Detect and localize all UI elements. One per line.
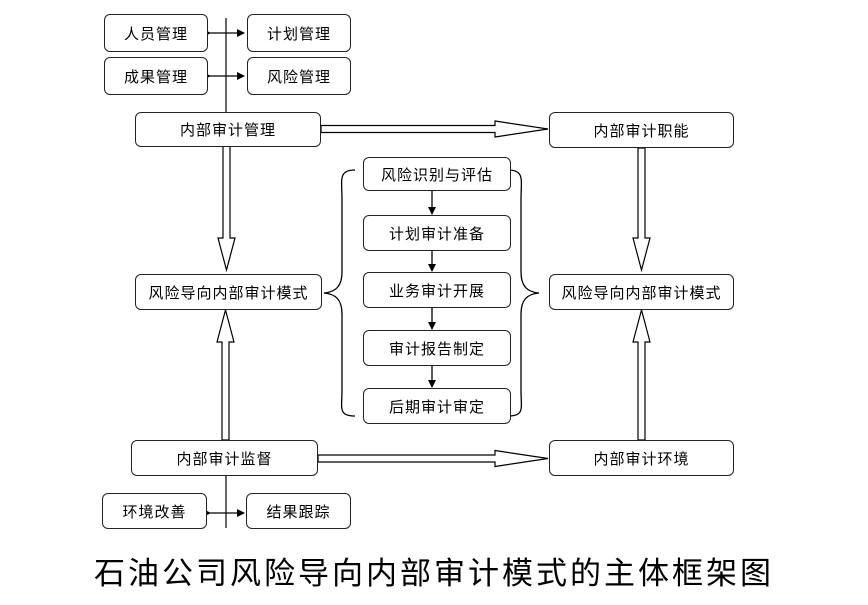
step-box-2: 计划审计准备 <box>363 215 511 251</box>
hollow-arrow-supervision-to-environment <box>317 449 549 468</box>
box-personnel-management: 人员管理 <box>104 14 208 52</box>
figure-caption: 石油公司风险导向内部审计模式的主体框架图 <box>94 556 774 592</box>
box-results-management: 成果管理 <box>104 57 208 95</box>
step-box-1: 风险识别与评估 <box>363 157 511 191</box>
box-internal-audit-environment: 内部审计环境 <box>549 440 734 476</box>
box-risk-oriented-model-right: 风险导向内部审计模式 <box>549 274 734 310</box>
box-internal-audit-management: 内部审计管理 <box>135 112 321 147</box>
left-brace <box>323 169 356 417</box>
box-environment-improvement: 环境改善 <box>102 493 207 529</box>
box-risk-oriented-model-left: 风险导向内部审计模式 <box>135 274 322 310</box>
right-brace <box>507 169 540 417</box>
step-box-5: 后期审计审定 <box>363 388 511 424</box>
step-box-4: 审计报告制定 <box>363 330 511 366</box>
hollow-arrow-supervision-up <box>216 307 235 441</box>
hollow-arrow-environment-up <box>632 307 651 441</box>
hollow-arrow-mgmt-to-functions <box>320 120 549 138</box>
hollow-arrow-functions-down <box>632 147 651 273</box>
box-internal-audit-functions: 内部审计职能 <box>549 112 734 148</box>
box-risk-management: 风险管理 <box>247 57 351 95</box>
hollow-arrow-mgmt-down <box>217 145 236 273</box>
box-plan-management: 计划管理 <box>247 14 351 52</box>
box-result-tracking: 结果跟踪 <box>246 493 351 529</box>
step-box-3: 业务审计开展 <box>363 272 511 308</box>
box-internal-audit-supervision: 内部审计监督 <box>131 440 318 476</box>
